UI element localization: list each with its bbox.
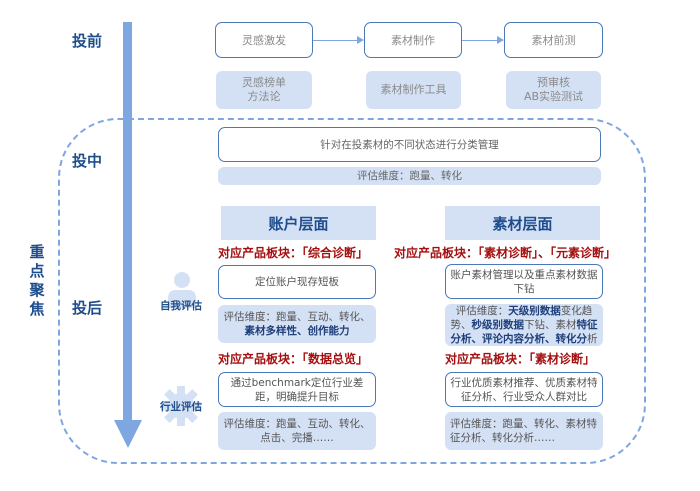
material-self-description: 账户素材管理以及重点素材数据下钻 <box>445 264 603 299</box>
mid-eval-dimensions: 评估维度：跑量、转化 <box>218 167 601 185</box>
account-level-heading: 账户层面 <box>221 206 376 240</box>
eval-text: 析 <box>587 333 598 345</box>
eval-text: 评估维度：跑量、互动、转化、 <box>223 311 371 323</box>
account-self-module: 对应产品板块：「综合诊断」 <box>218 246 369 260</box>
tool-production: 素材制作工具 <box>366 71 461 109</box>
flow-connector <box>313 40 357 41</box>
material-self-eval: 评估维度：天级别数据变化趋势、秒级别数据下钻、素材特征分析、评论内容分析、转化分… <box>445 304 603 346</box>
material-level-heading: 素材层面 <box>445 206 600 240</box>
material-industry-module: 对应产品板块：「素材诊断」 <box>445 352 596 366</box>
step-pretest: 素材前测 <box>504 22 603 58</box>
person-icon <box>168 272 196 308</box>
step-inspiration: 灵感激发 <box>215 22 313 58</box>
material-self-module: 对应产品板块：「素材诊断」、「元素诊断」 <box>394 246 617 260</box>
timeline-arrow-down-icon <box>114 420 142 448</box>
account-self-description: 定位账户现存短板 <box>218 265 376 299</box>
focus-char: 重 <box>29 243 45 261</box>
account-industry-description: 通过benchmark定位行业差距，明确提升目标 <box>218 372 376 407</box>
industry-eval-label: 行业评估 <box>160 401 202 413</box>
focus-char: 焦 <box>29 300 45 318</box>
material-industry-eval: 评估维度：跑量、转化、素材特征分析、转化分析…… <box>445 412 603 450</box>
eval-text: 评估维度： <box>455 305 509 317</box>
step-production: 素材制作 <box>364 22 462 58</box>
flow-connector <box>462 40 497 41</box>
gear-icon <box>161 386 201 426</box>
flow-arrow-icon <box>357 36 364 44</box>
tool-pretest: 预审核 AB实验测试 <box>506 71 601 109</box>
tool-inspiration: 灵感榜单 方法论 <box>216 71 312 109</box>
stage-label-after: 投后 <box>72 299 103 317</box>
focus-char: 点 <box>29 262 45 280</box>
account-industry-module: 对应产品板块：「数据总览」 <box>218 352 369 366</box>
stage-label-during: 投中 <box>72 152 103 170</box>
self-eval-label: 自我评估 <box>160 300 202 312</box>
mid-description: 针对在投素材的不同状态进行分类管理 <box>218 127 601 162</box>
focus-char: 聚 <box>29 281 45 299</box>
flow-arrow-icon <box>497 36 504 44</box>
eval-text-bold: 特征分析、评论内容分析、转化分 <box>450 319 598 345</box>
focus-label: 重 点 聚 焦 <box>28 243 46 319</box>
account-industry-eval: 评估维度：跑量、互动、转化、点击、完播…… <box>218 412 376 450</box>
stage-label-before: 投前 <box>72 32 103 50</box>
eval-text-bold: 秒级别数据 <box>471 319 525 331</box>
timeline-arrow-shaft <box>123 22 132 422</box>
account-self-eval: 评估维度：跑量、互动、转化、 素材多样性、创作能力 <box>218 305 376 343</box>
eval-text: 变化趋势、 <box>450 305 593 331</box>
eval-text-bold: 天级别数据 <box>508 305 561 317</box>
material-industry-description: 行业优质素材推荐、优质素材特征分析、行业受众人群对比 <box>445 372 603 407</box>
eval-text: 下钻、素材 <box>524 319 577 331</box>
eval-text-bold: 素材多样性、创作能力 <box>244 325 350 337</box>
focus-region-border <box>58 118 646 464</box>
